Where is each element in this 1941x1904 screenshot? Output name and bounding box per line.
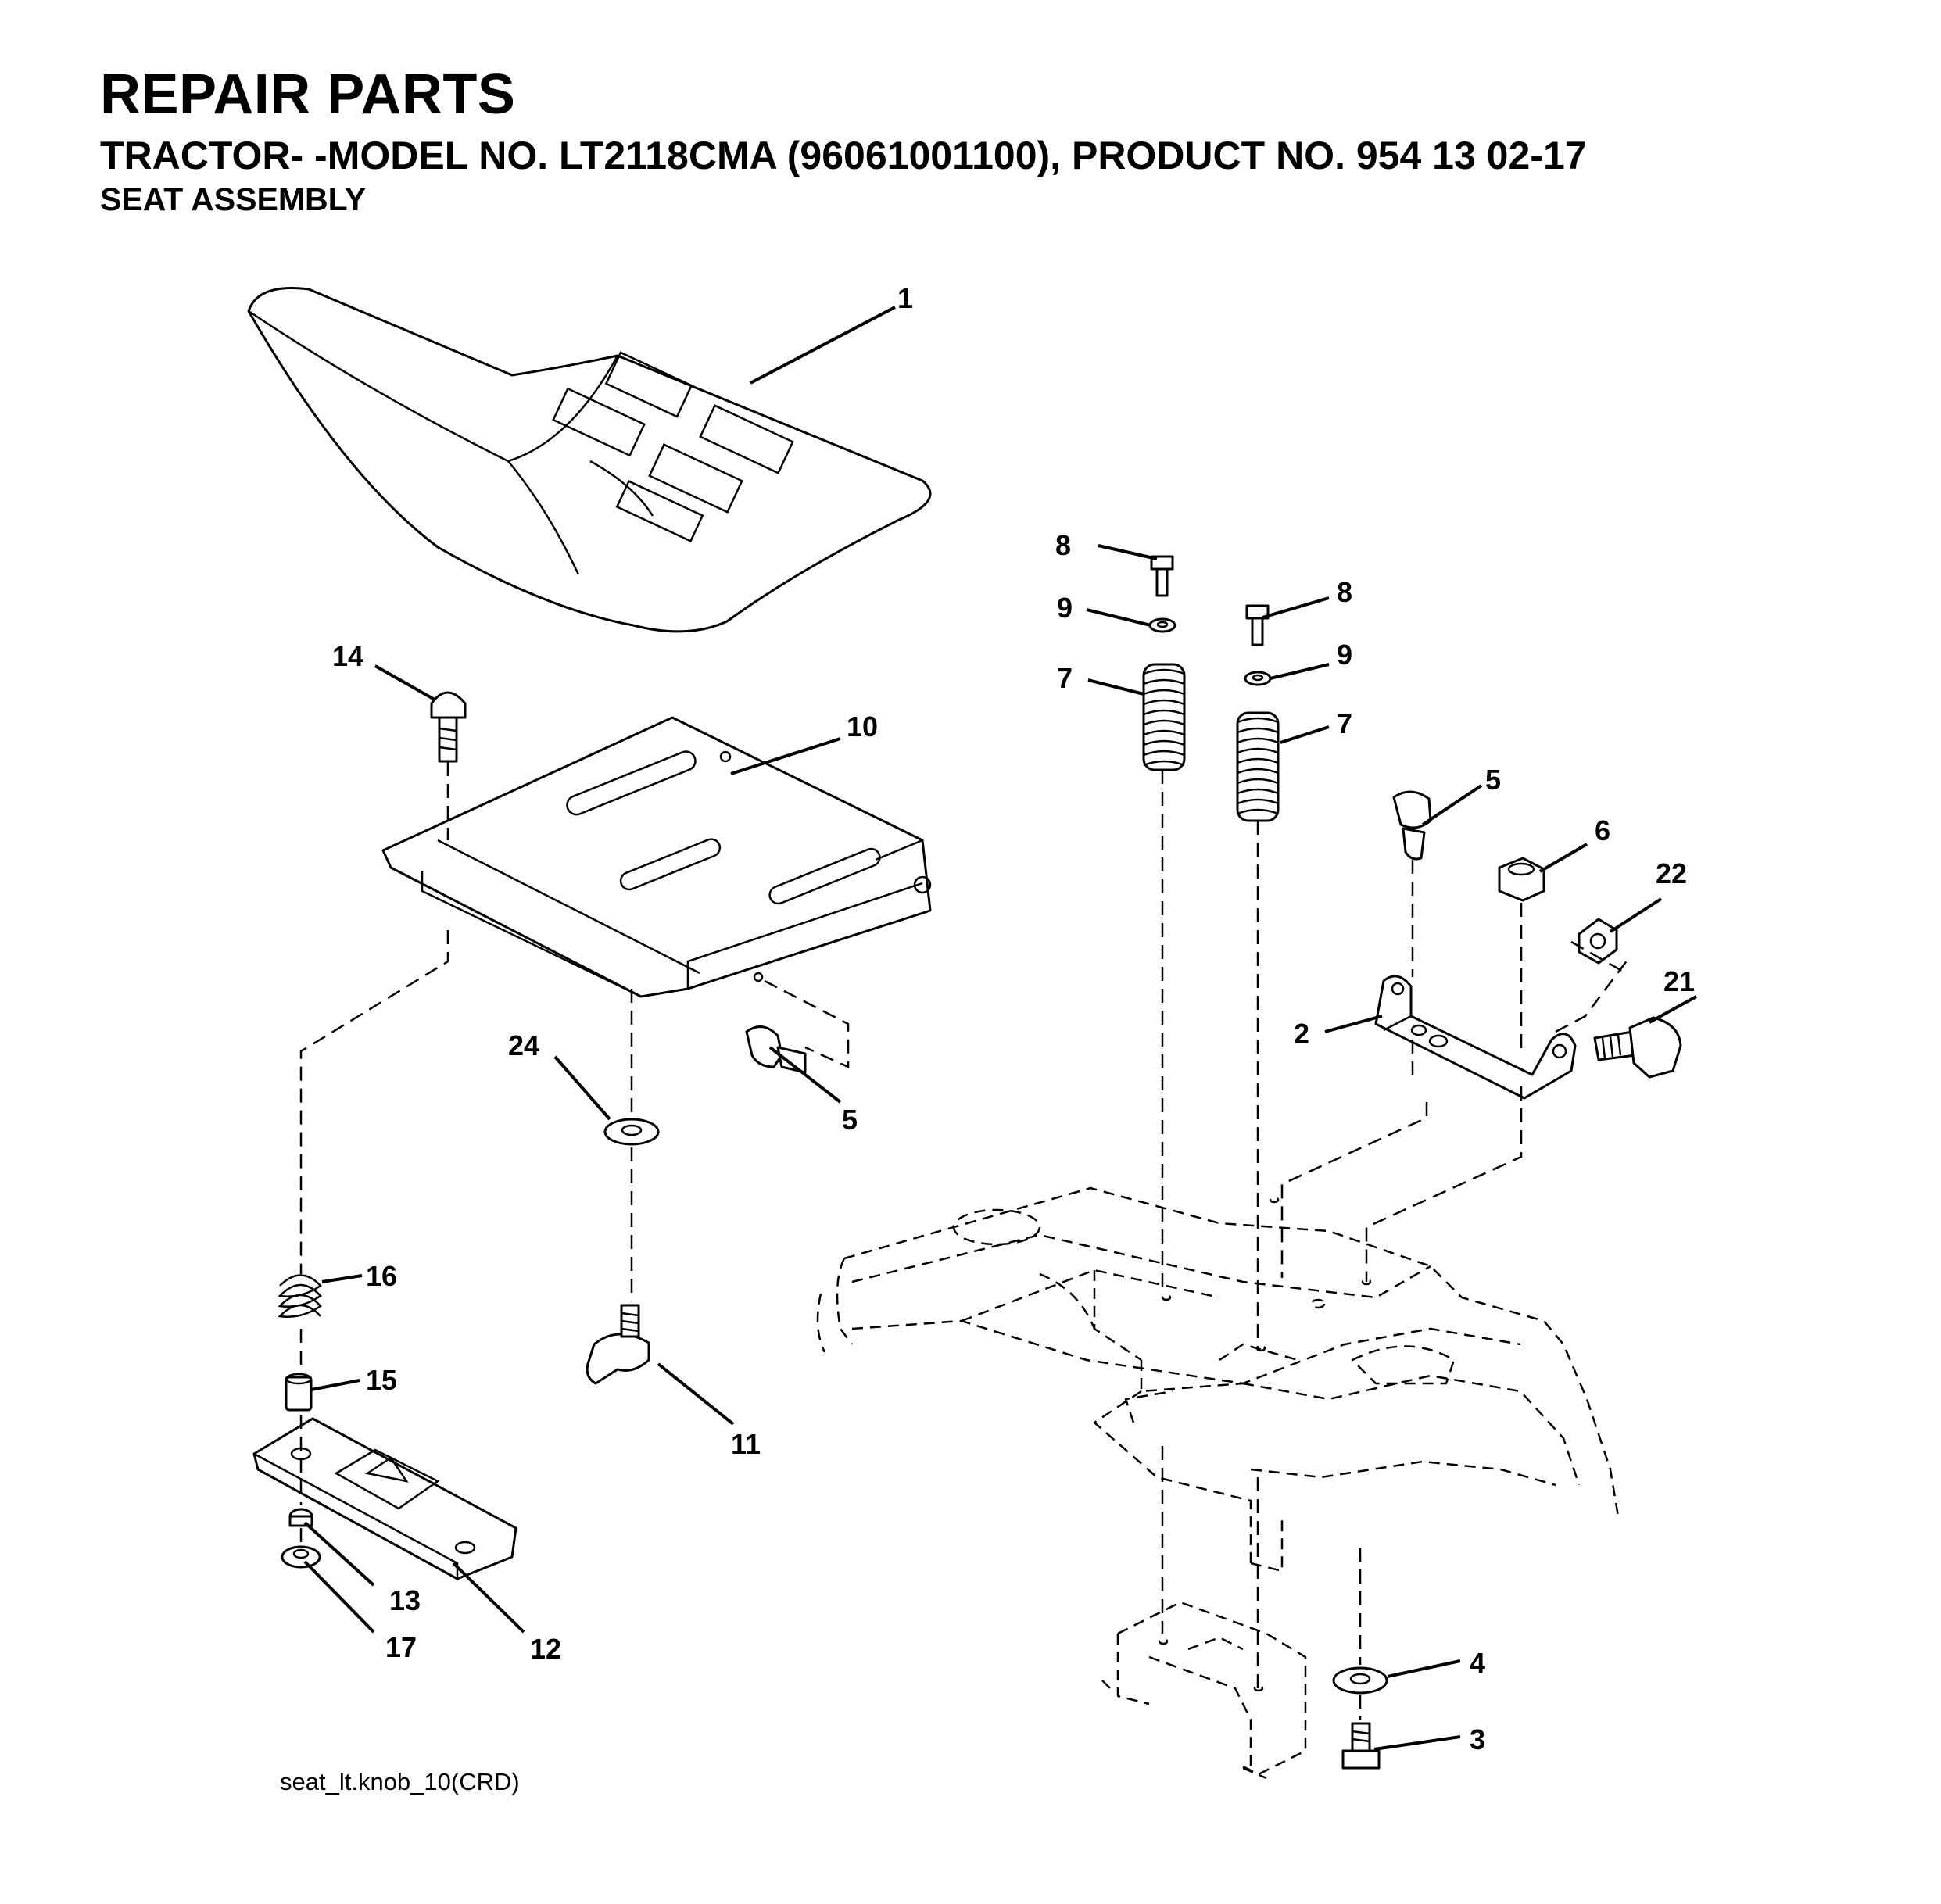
nut-part-22 [1578,918,1618,965]
callout-16: 16 [366,1260,397,1292]
bolt-part-8-left [1150,555,1174,597]
clip-part-right [1392,790,1432,861]
clip-part-left [745,1025,807,1074]
callout-8-left: 8 [1055,529,1071,561]
slide-plate-part [252,1417,517,1581]
spring-part-7-right [1236,711,1280,822]
callout-14: 14 [332,640,363,672]
fender-ghost-outline [816,1186,1620,1573]
callout-11: 11 [731,1428,761,1460]
carriage-bolt-part [430,691,467,763]
knob-part-11 [586,1304,650,1385]
washer-part-9-left [1148,617,1176,633]
callout-6: 6 [1595,814,1610,846]
callout-1: 1 [897,282,913,314]
bolt-part-3 [1341,1722,1381,1770]
page-title: REPAIR PARTS [100,63,516,126]
callout-8-right: 8 [1337,576,1352,608]
callout-3: 3 [1470,1723,1485,1755]
spring-part-7-left [1142,663,1186,771]
spring-part-16 [278,1274,322,1318]
callout-9-right: 9 [1337,639,1352,671]
callout-13: 13 [389,1584,421,1616]
callout-5-left: 5 [842,1104,858,1136]
assembly-lines [299,762,1628,1720]
frame-mount-ghost-outline [1101,1601,1307,1780]
nut-part-13 [288,1508,313,1527]
figure-code: seat_lt.knob_10(CRD) [280,1768,520,1795]
callout-15: 15 [366,1364,397,1396]
shoulder-bolt-part-21 [1593,1016,1682,1079]
washer-part-24 [603,1118,660,1146]
callout-12: 12 [530,1633,561,1665]
callout-5-right: 5 [1485,764,1501,796]
callout-10: 10 [847,710,878,743]
seat-part [247,287,932,633]
callout-2: 2 [1294,1018,1309,1050]
callout-7-left: 7 [1057,662,1073,694]
bolt-part-8-right [1245,604,1270,646]
section-title: SEAT ASSEMBLY [100,181,367,217]
seat-pan-part [381,716,932,998]
nut-part-6 [1498,857,1545,902]
callout-numbers: 1 8 9 8 14 7 9 10 7 5 6 22 2 21 24 5 16 … [332,282,1695,1755]
washer-part-9-right [1244,671,1272,686]
callout-7-right: 7 [1337,707,1352,739]
callout-22: 22 [1656,857,1687,889]
washer-part-4 [1332,1666,1388,1695]
flange-nut-part-17 [281,1545,321,1569]
callout-17: 17 [385,1631,417,1663]
callout-9-left: 9 [1057,592,1073,624]
leader-lines [303,306,1697,1751]
bushing-part-15 [285,1373,313,1412]
callout-4: 4 [1470,1647,1485,1679]
callout-24: 24 [508,1029,539,1061]
bracket-part-2 [1374,975,1577,1100]
model-subtitle: TRACTOR- -MODEL NO. LT2118CMA (960610011… [100,134,1587,177]
callout-21: 21 [1663,965,1695,997]
